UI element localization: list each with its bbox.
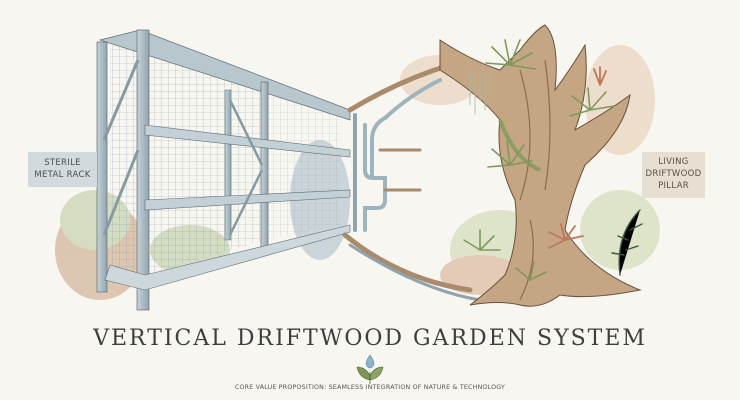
label-line: Living	[658, 157, 689, 167]
label-line: Driftwood	[645, 169, 702, 179]
water-drop-leaf-icon	[356, 354, 384, 384]
air-plants	[463, 39, 643, 281]
label-line: Sterile	[44, 158, 81, 168]
page-title: VERTICAL DRIFTWOOD GARDEN SYSTEM	[93, 326, 647, 351]
label-line: Metal Rack	[34, 170, 91, 180]
pipe-transition	[342, 62, 482, 302]
metal-rack	[96, 29, 351, 311]
label-line: Pillar	[658, 181, 689, 191]
subtitle: CORE VALUE PROPOSITION: SEAMLESS INTEGRA…	[234, 384, 506, 391]
living-driftwood-pillar-label: Living Driftwood Pillar	[642, 152, 705, 198]
sterile-metal-rack-label: Sterile Metal Rack	[28, 152, 97, 187]
